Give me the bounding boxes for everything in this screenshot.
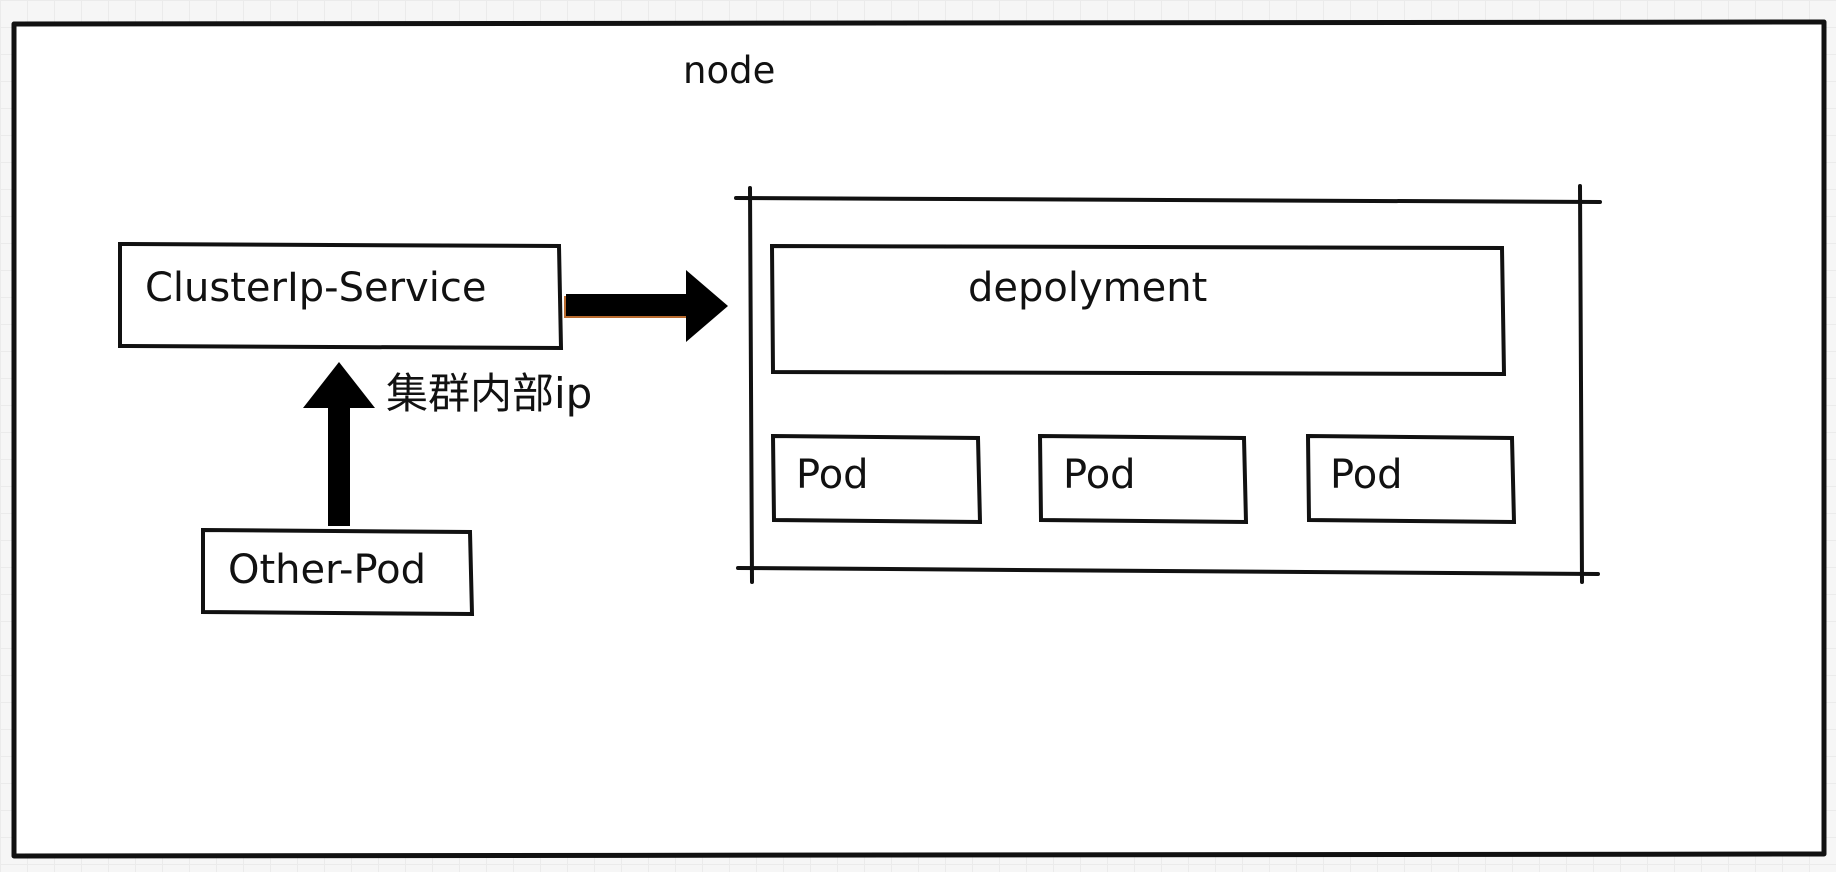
edge-label: 集群内部ip bbox=[386, 369, 593, 418]
service-box[interactable] bbox=[118, 241, 564, 351]
service-label: ClusterIp-Service bbox=[145, 265, 487, 311]
deployment-label: depolyment bbox=[968, 265, 1208, 311]
other-pod-arrow-head bbox=[303, 362, 375, 408]
service-arrow-head bbox=[686, 270, 728, 342]
pod-label: Pod bbox=[1063, 452, 1136, 498]
node-label: node bbox=[683, 49, 776, 92]
other-pod-arrow-shaft bbox=[328, 408, 350, 526]
other-pod-label: Other-Pod bbox=[228, 547, 427, 593]
deployment-group bbox=[734, 184, 1602, 584]
deployment-box[interactable] bbox=[769, 243, 1507, 377]
pod-label: Pod bbox=[796, 452, 869, 498]
other-pod-box[interactable] bbox=[201, 527, 475, 617]
service-arrow-shaft bbox=[566, 294, 694, 316]
pod-box-1[interactable] bbox=[770, 433, 983, 525]
pod-box-2[interactable] bbox=[1037, 433, 1249, 525]
pod-label: Pod bbox=[1330, 452, 1403, 498]
pod-box-3[interactable] bbox=[1305, 433, 1517, 525]
